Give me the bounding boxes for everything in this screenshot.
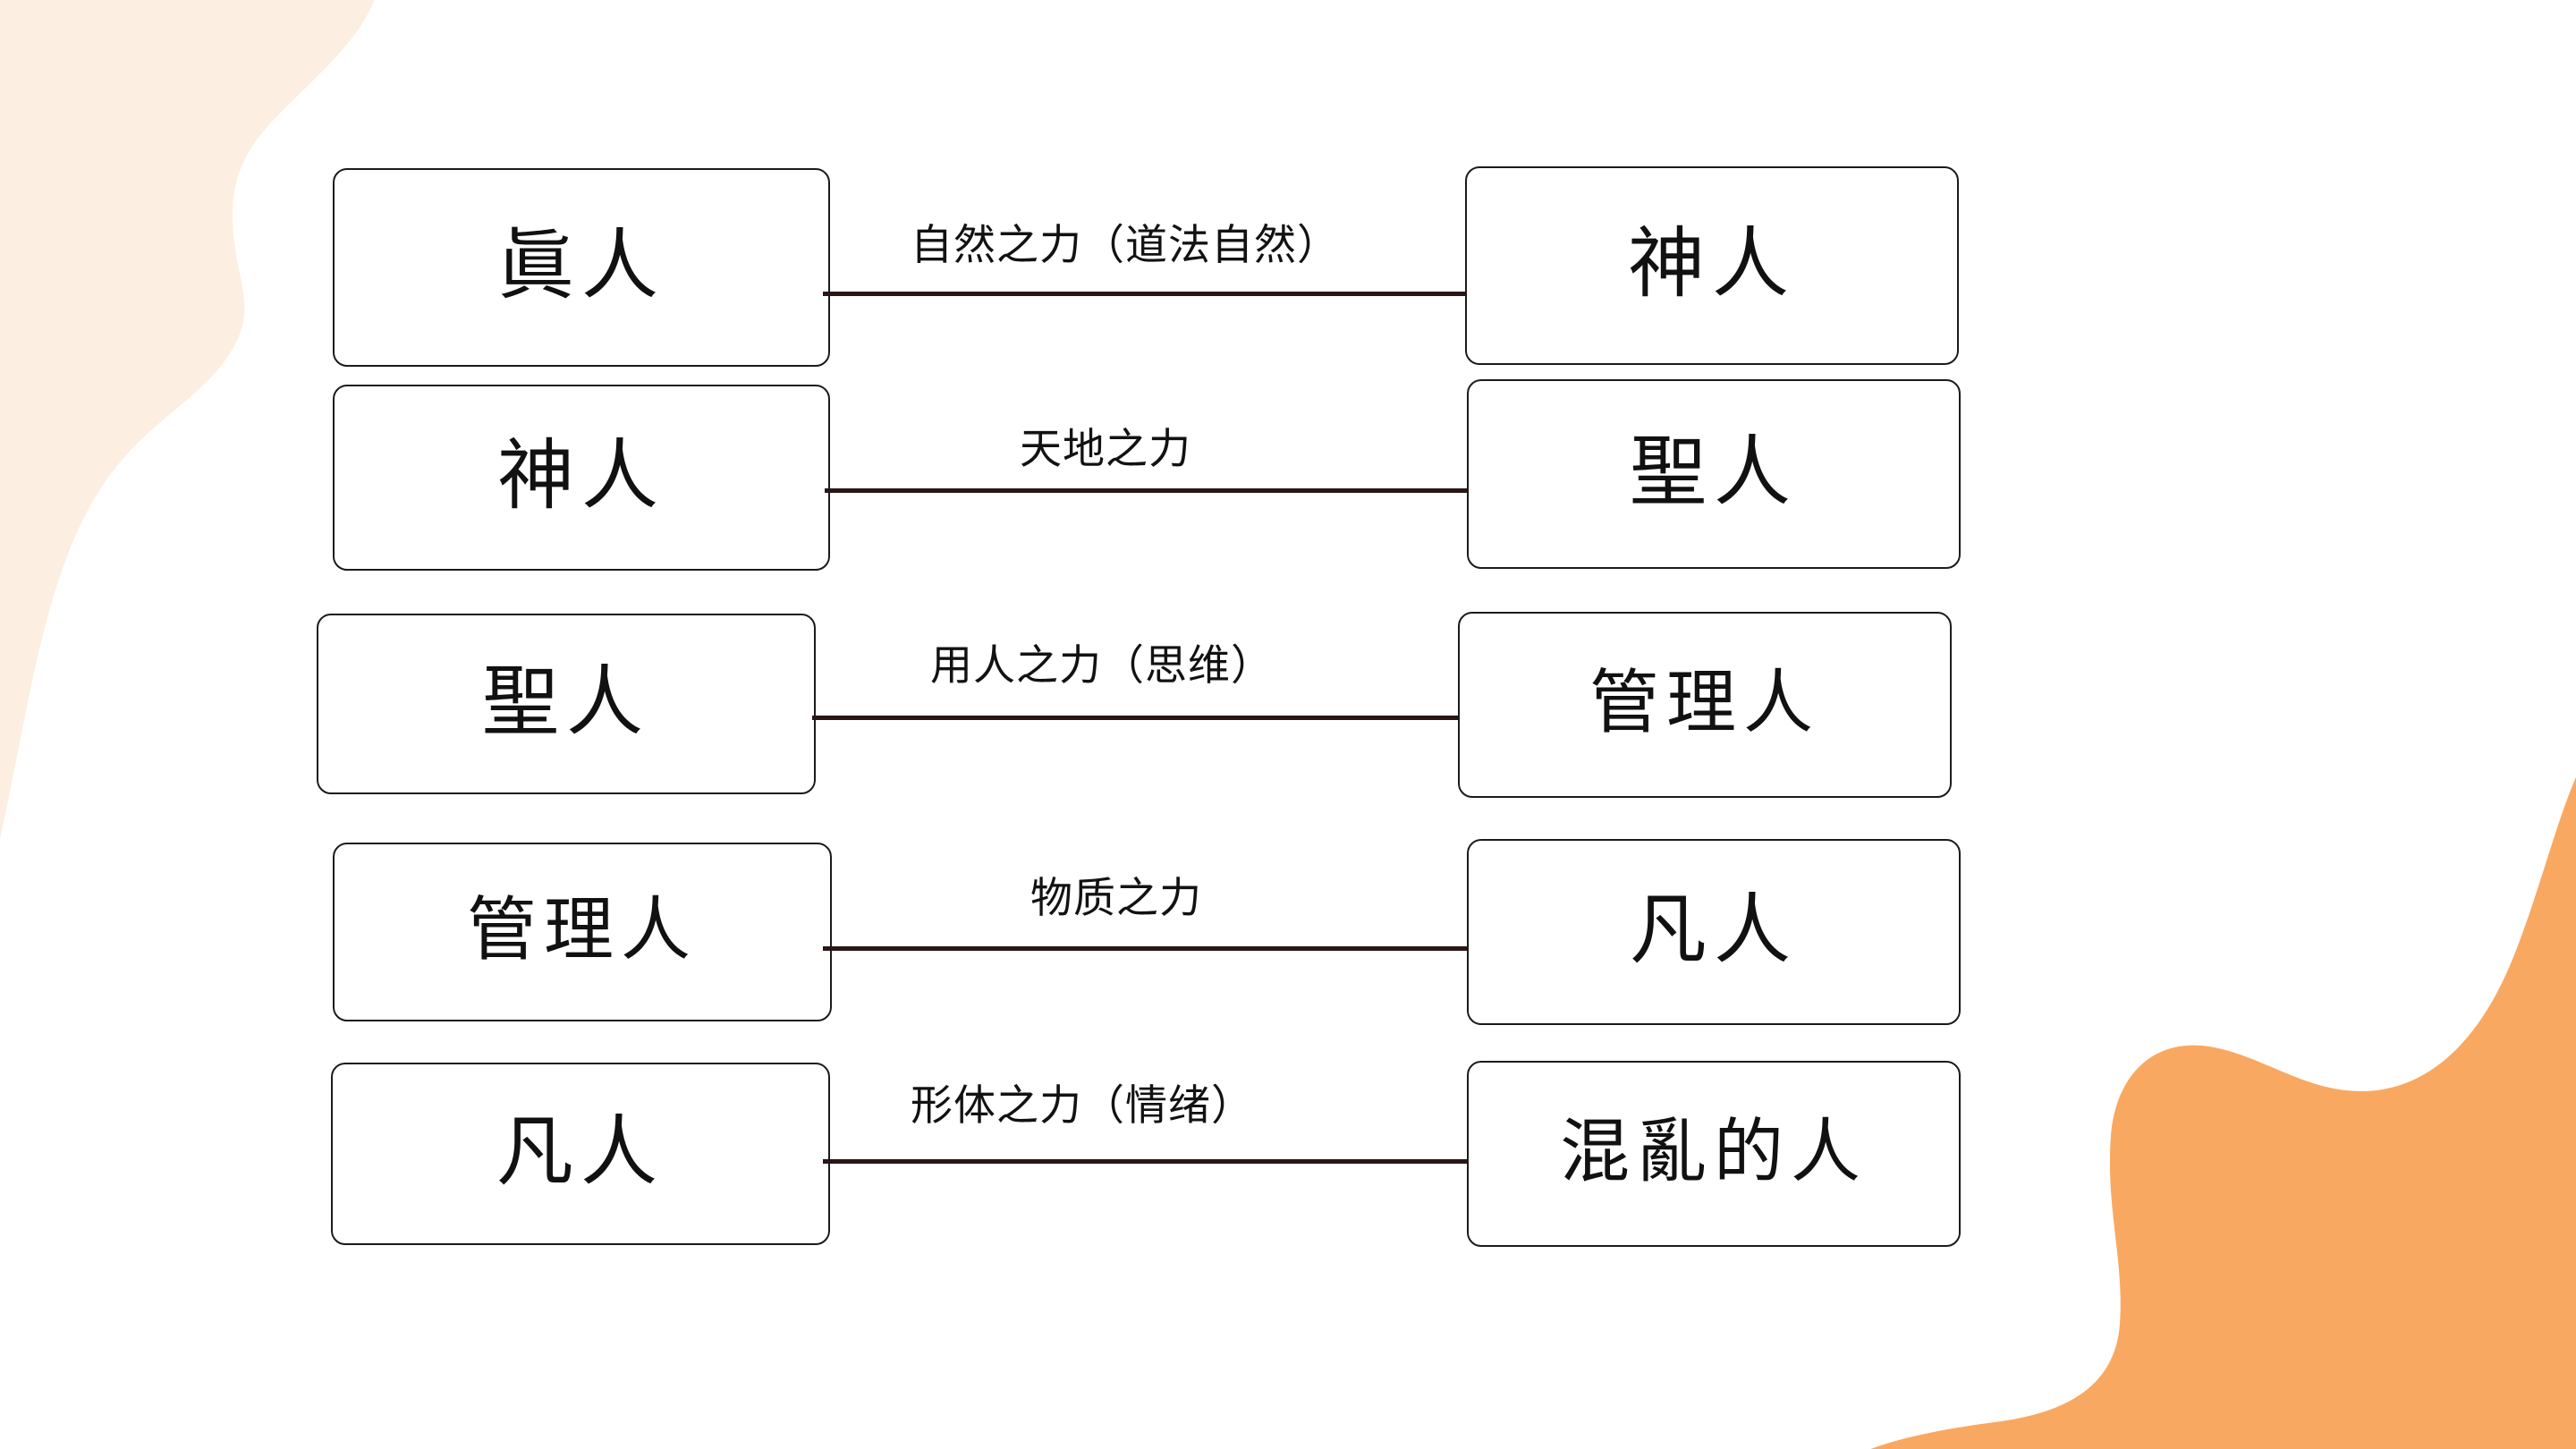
- right-node-label: 混亂的人: [1559, 1113, 1868, 1191]
- left-node-label: 管理人: [466, 891, 698, 969]
- right-node-box[interactable]: 聖人: [1467, 379, 1961, 569]
- right-node-box[interactable]: 管理人: [1458, 612, 1952, 798]
- right-node-label: 聖人: [1630, 429, 1798, 515]
- right-node-box[interactable]: 神人: [1465, 166, 1959, 365]
- connector-label: 物质之力: [1030, 874, 1202, 921]
- left-node-box[interactable]: 凡人: [331, 1063, 830, 1245]
- connector-label: 用人之力（思维）: [930, 641, 1274, 689]
- left-node-box[interactable]: 神人: [333, 385, 830, 571]
- connector-line: [823, 946, 1472, 951]
- connector-label: 自然之力（道法自然）: [911, 221, 1340, 268]
- left-node-box[interactable]: 聖人: [317, 614, 816, 794]
- left-node-label: 凡人: [496, 1109, 665, 1195]
- connector-line: [823, 292, 1469, 296]
- right-node-label: 神人: [1628, 221, 1796, 307]
- left-node-box[interactable]: 眞人: [333, 168, 830, 367]
- left-node-box[interactable]: 管理人: [333, 843, 832, 1021]
- right-node-box[interactable]: 混亂的人: [1467, 1061, 1961, 1247]
- connector-line: [823, 1159, 1470, 1164]
- connector-label: 形体之力（情绪）: [911, 1081, 1254, 1129]
- right-node-label: 管理人: [1589, 664, 1820, 741]
- left-node-label: 神人: [497, 433, 665, 519]
- connector-line: [812, 716, 1470, 720]
- connector-line: [825, 488, 1470, 493]
- right-node-box[interactable]: 凡人: [1467, 839, 1961, 1025]
- left-node-label: 聖人: [482, 659, 650, 745]
- left-node-label: 眞人: [497, 223, 665, 309]
- right-node-label: 凡人: [1630, 887, 1798, 973]
- connector-label: 天地之力: [1020, 425, 1191, 472]
